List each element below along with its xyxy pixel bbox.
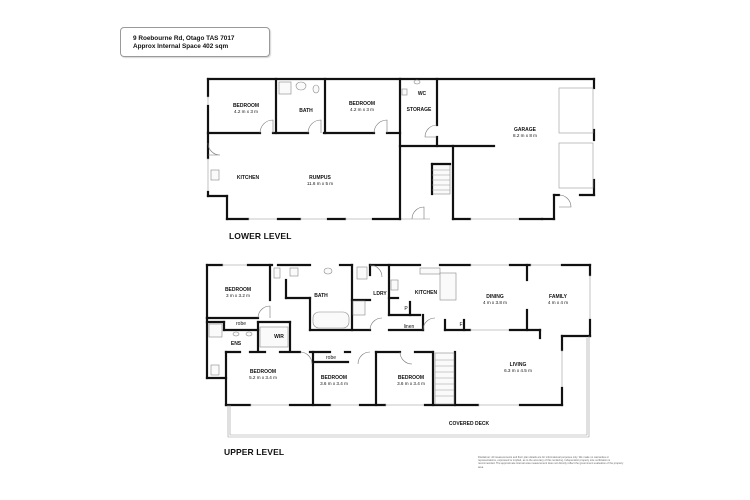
upper-level-walls: [205, 263, 592, 438]
room-robe-1: robe: [236, 321, 246, 327]
room-rumpus: RUMPUS 11.6 m x 5 m: [307, 175, 333, 187]
room-laundry: LDRY: [373, 291, 386, 297]
room-name: KITCHEN: [236, 175, 260, 181]
room-family: FAMILY 4 m x 4 m: [548, 294, 568, 306]
room-name: DINING: [486, 294, 504, 300]
room-robe-2: robe: [326, 355, 336, 361]
room-name: robe: [235, 321, 247, 327]
room-pantry: P: [404, 306, 407, 312]
room-name: BEDROOM: [348, 101, 376, 107]
room-name: P: [404, 306, 408, 312]
room-name: ENS: [230, 341, 242, 347]
room-dims: 3.6 m x 3.4 m: [397, 381, 425, 386]
room-dining: DINING 4 m x 3.8 m: [483, 294, 507, 306]
room-dims: 5.2 m x 3.4 m: [249, 375, 277, 380]
room-walk-in-robe: WIR: [274, 334, 284, 340]
room-bedroom-upper-3: BEDROOM 3.6 m x 3.4 m: [320, 375, 348, 387]
room-bath-upper: BATH: [314, 293, 328, 299]
room-bath-lower: BATH: [299, 108, 313, 114]
room-ensuite: ENS: [231, 341, 241, 347]
room-name: GARAGE: [514, 127, 536, 133]
room-name: FAMILY: [549, 294, 567, 300]
room-covered-deck: COVERED DECK: [449, 421, 489, 427]
room-dims: 4 m x 4 m: [547, 300, 569, 305]
room-name: COVERED DECK: [448, 421, 490, 427]
room-bedroom-lower-1: BEDROOM 4.2 m x 3 m: [233, 103, 259, 115]
room-kitchen-upper: KITCHEN: [415, 290, 437, 296]
room-name: BEDROOM: [320, 375, 348, 381]
room-wc-lower: WC: [418, 91, 426, 97]
address: 9 Roebourne Rd, Otago TAS 7017: [133, 35, 235, 42]
room-storage-lower: STORAGE: [407, 107, 432, 113]
room-name: LIVING: [509, 362, 527, 368]
room-name: LDRY: [373, 291, 387, 297]
room-name: robe: [325, 355, 337, 361]
property-info-box: 9 Roebourne Rd, Otago TAS 7017 Approx In…: [120, 27, 270, 57]
room-name: BEDROOM: [232, 103, 260, 109]
upper-level-label: UPPER LEVEL: [224, 447, 285, 457]
lower-level-walls: [206, 77, 596, 221]
room-name: RUMPUS: [309, 175, 331, 181]
room-dims: 4 m x 3.8 m: [483, 300, 507, 305]
room-name: WIR: [274, 334, 284, 340]
room-dims: 3.6 m x 3.4 m: [320, 381, 348, 386]
room-name: STORAGE: [406, 107, 432, 113]
room-name: linen: [403, 324, 415, 330]
room-dims: 3 m x 3.2 m: [226, 293, 250, 298]
room-garage: GARAGE 8.2 m x 8 m: [513, 127, 537, 139]
room-dims: 8.2 m x 8 m: [513, 133, 537, 138]
lower-level-label: LOWER LEVEL: [229, 231, 292, 241]
fridge-marker: F: [459, 322, 462, 328]
room-bedroom-upper-1: BEDROOM 3 m x 3.2 m: [225, 287, 251, 299]
room-living: LIVING 6.3 m x 4.5 m: [504, 362, 532, 374]
room-dims: 11.6 m x 5 m: [306, 181, 334, 186]
room-kitchen-lower: KITCHEN: [237, 175, 259, 181]
room-name: BEDROOM: [397, 375, 425, 381]
room-dims: 4.2 m x 3 m: [234, 109, 258, 114]
room-name: BEDROOM: [249, 369, 277, 375]
disclaimer-text: Disclaimer: All measurements and floor p…: [478, 456, 624, 469]
room-linen: linen: [404, 324, 415, 330]
internal-space: Approx Internal Space 402 sqm: [133, 43, 229, 50]
room-bedroom-lower-2: BEDROOM 4.2 m x 3 m: [349, 101, 375, 113]
room-dims: 6.3 m x 4.5 m: [504, 368, 532, 373]
room-name: BEDROOM: [224, 287, 252, 293]
room-dims: 4.2 m x 3 m: [350, 107, 374, 112]
room-name: BATH: [299, 108, 313, 114]
room-name: BATH: [314, 293, 328, 299]
room-name: F: [459, 322, 463, 328]
room-name: KITCHEN: [414, 290, 438, 296]
room-bedroom-upper-master: BEDROOM 5.2 m x 3.4 m: [249, 369, 277, 381]
room-bedroom-upper-4: BEDROOM 3.6 m x 3.4 m: [397, 375, 425, 387]
room-name: WC: [417, 91, 427, 97]
